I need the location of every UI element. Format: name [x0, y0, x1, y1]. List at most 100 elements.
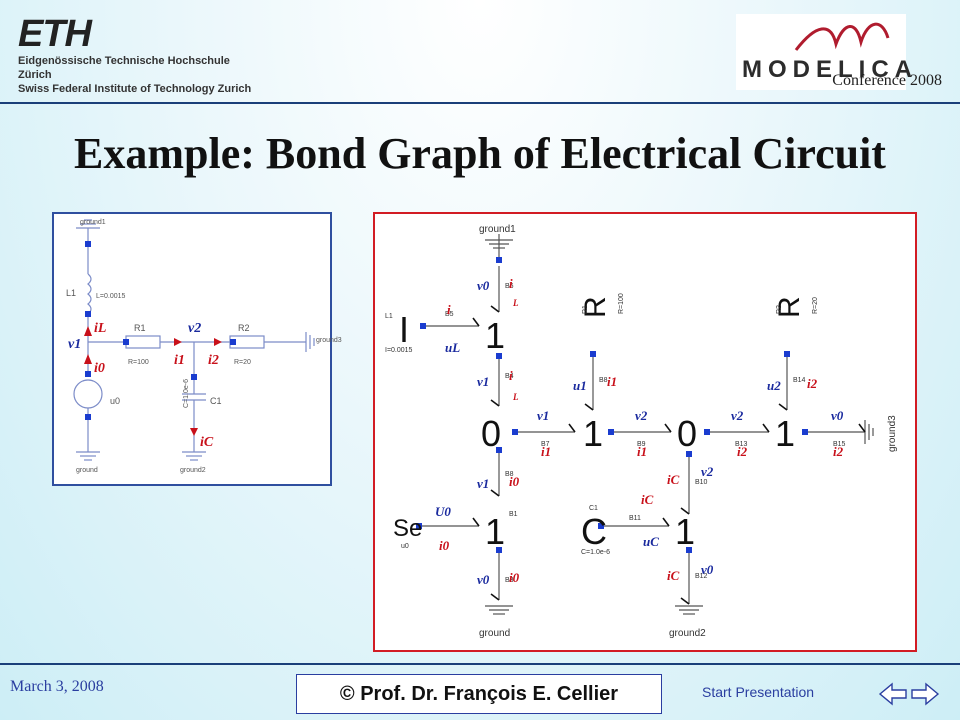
bg-i2-c: i2: [833, 444, 844, 459]
bg-bond-B11: B11: [629, 515, 641, 522]
bg-L-top: L: [512, 298, 519, 308]
bg-bond-B3: B3: [505, 577, 514, 584]
bg-one-junction-b: 1: [485, 511, 505, 552]
bg-iC-c: iC: [667, 568, 680, 583]
bg-v0-right: v0: [831, 408, 844, 423]
bg-one-junction-c: 1: [583, 413, 603, 454]
bg-I-element: I: [399, 309, 409, 350]
bg-u0-label: u0: [401, 543, 409, 550]
bg-uL: uL: [445, 340, 460, 355]
start-presentation-link[interactable]: Start Presentation: [702, 684, 815, 700]
bg-iC-a: iC: [667, 472, 680, 487]
bg-v1-lower: v1: [477, 476, 489, 491]
bg-L1-name: L1: [385, 313, 393, 320]
slide-title: Example: Bond Graph of Electrical Circui…: [74, 129, 886, 178]
bg-ground-label: ground: [479, 628, 510, 639]
circuit-ground1-label: ground1: [80, 219, 106, 226]
bond-graph-diagram: 1 0 1 1 0 1 1 I Se C R R ground1 ground …: [373, 212, 917, 652]
bg-i0-a: i0: [509, 474, 520, 489]
bg-i2-a: i2: [737, 444, 748, 459]
bg-i0-b: i0: [439, 538, 450, 553]
bg-R1-value: R=100: [618, 293, 625, 314]
bg-i-mid: i: [509, 368, 513, 383]
bg-ground2-label: ground2: [669, 628, 706, 639]
bg-bond-B4: B4: [505, 373, 514, 380]
bg-v0-lower-right: v0: [701, 562, 714, 577]
bg-v1-upper: v1: [477, 374, 489, 389]
bg-bond-B12: B12: [695, 573, 708, 580]
bg-bond-B8-r: B8: [599, 377, 608, 384]
bg-i0-c: i0: [509, 570, 520, 585]
bg-zero-junction-a: 0: [481, 413, 501, 454]
bg-one-junction-a: 1: [485, 315, 505, 356]
header-rule: [0, 102, 960, 104]
circuit-u0-label: u0: [110, 396, 120, 406]
bg-L-mid: L: [512, 392, 519, 402]
bg-R2-element: R: [773, 296, 806, 318]
bg-R1-name: R1: [582, 305, 589, 314]
bg-C1-name: C1: [589, 505, 598, 512]
bg-v0-top: v0: [477, 278, 490, 293]
circuit-R2-value: R=20: [234, 359, 251, 366]
bg-R2-name: R2: [776, 305, 783, 314]
bg-bond-B14: B14: [793, 377, 806, 384]
bg-bond-B9: B9: [637, 441, 646, 448]
circuit-iL-label: iL: [94, 321, 106, 336]
footer-author: © Prof. Dr. François E. Cellier: [296, 674, 662, 714]
bg-iC-b: iC: [641, 492, 654, 507]
circuit-R1-value: R=100: [128, 359, 149, 366]
bg-i2-b: i2: [807, 376, 818, 391]
footer-date: March 3, 2008: [10, 678, 104, 695]
circuit-ground3-label: ground3: [316, 337, 342, 344]
arrow-left-icon[interactable]: [878, 682, 907, 706]
circuit-i0-label: i0: [94, 361, 105, 376]
eth-line-english: Swiss Federal Institute of Technology Zu…: [18, 83, 252, 95]
bg-u2: u2: [767, 378, 781, 393]
arrow-right-icon[interactable]: [911, 682, 940, 706]
modelica-swirl-icon: [794, 22, 890, 51]
bg-bond-B13: B13: [735, 441, 748, 448]
circuit-i1-label: i1: [174, 353, 185, 368]
circuit-iC-label: iC: [200, 435, 214, 450]
bg-C-element: C: [581, 511, 607, 552]
navigation-arrows: [878, 682, 940, 706]
circuit-C1-value: C=1.0e-6: [183, 379, 190, 408]
circuit-R1-label: R1: [134, 323, 146, 333]
bg-v2-c: v2: [701, 464, 714, 479]
conference-label: Conference 2008: [832, 72, 942, 89]
bg-v0-bottom: v0: [477, 572, 490, 587]
circuit-i2-label: i2: [208, 353, 219, 368]
bg-i1-c: i1: [637, 444, 647, 459]
bg-uC: uC: [643, 534, 659, 549]
bg-U0: U0: [435, 504, 451, 519]
circuit-R2-label: R2: [238, 323, 250, 333]
bg-bond-B6: B6: [505, 283, 514, 290]
bg-one-junction-d: 1: [775, 413, 795, 454]
bg-bond-B7: B7: [541, 441, 550, 448]
eth-logo: ETH Eidgenössische Technische Hochschule…: [18, 13, 258, 95]
bg-bond-B8: B8: [505, 471, 514, 478]
eth-logo-mark: ETH: [18, 13, 92, 55]
bg-i1-a: i1: [541, 444, 551, 459]
bg-one-junction-e: 1: [675, 511, 695, 552]
bg-bond-B5: B5: [445, 311, 454, 318]
bg-ground3-label: ground3: [887, 415, 898, 452]
circuit-ground-label: ground: [76, 467, 98, 474]
modelica-logo: MODELICA: [736, 14, 912, 90]
eth-line-german: Eidgenössische Technische Hochschule Zür…: [18, 55, 230, 81]
circuit-ground2-label: ground2: [180, 467, 206, 474]
bg-u1: u1: [573, 378, 587, 393]
circuit-v1-label: v1: [68, 337, 81, 352]
bg-i1-b: i1: [607, 374, 617, 389]
bg-v2-b: v2: [731, 408, 744, 423]
bg-C-value: C=1.0e-6: [581, 549, 610, 556]
circuit-L1-label: L1: [66, 288, 76, 298]
bg-zero-junction-b: 0: [677, 413, 697, 454]
bg-R1-element: R: [579, 296, 612, 318]
modelica-word: MODELICA: [742, 56, 918, 83]
circuit-diagram: ground1 L1 L=0.0015 R1 R=100 R2 R=20 C1 …: [52, 212, 342, 486]
bg-i-top: i: [509, 276, 513, 291]
bg-ground1-label: ground1: [479, 224, 516, 235]
circuit-v2-label: v2: [188, 321, 201, 336]
bg-i-left: i: [447, 302, 451, 317]
